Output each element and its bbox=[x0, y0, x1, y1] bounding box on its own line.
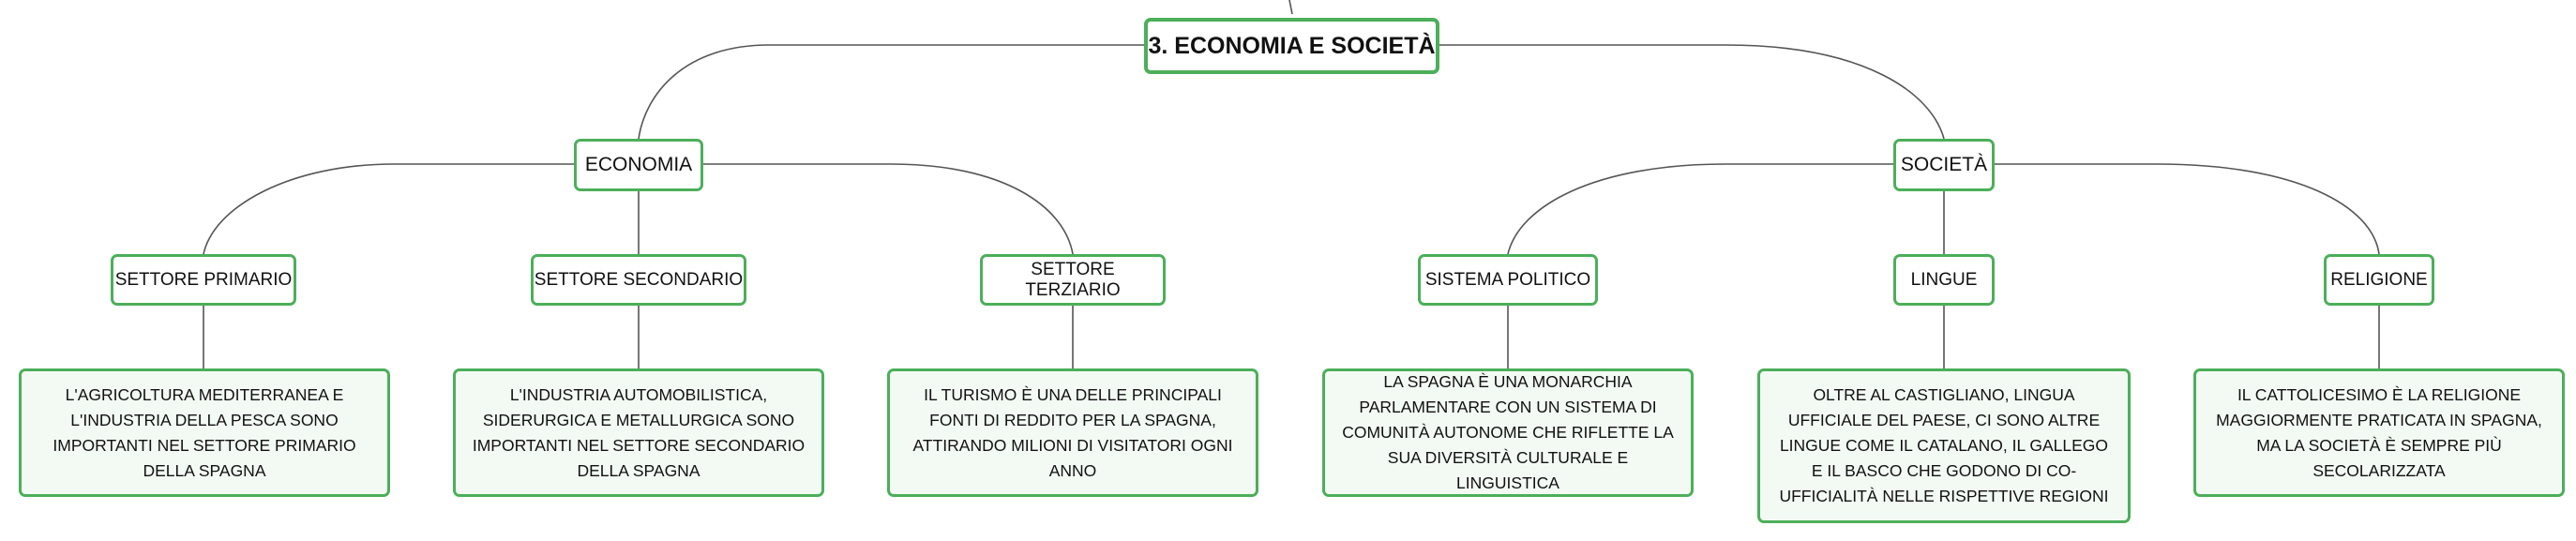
detail-settore-secondario[interactable]: L'INDUSTRIA AUTOMOBILISTICA, SIDERURGICA… bbox=[453, 368, 824, 497]
connector-economia-primario bbox=[203, 163, 574, 255]
detail-settore-primario[interactable]: L'AGRICOLTURA MEDITERRANEA E L'INDUSTRIA… bbox=[19, 368, 390, 497]
topic-settore-primario[interactable]: SETTORE PRIMARIO bbox=[111, 254, 296, 306]
topic-lingue-label: LINGUE bbox=[1910, 269, 1978, 290]
branch-societa-label: SOCIETÀ bbox=[1900, 154, 1988, 175]
detail-settore-terziario-text: IL TURISMO È UNA DELLE PRINCIPALI FONTI … bbox=[912, 384, 1233, 480]
detail-settore-terziario[interactable]: IL TURISMO È UNA DELLE PRINCIPALI FONTI … bbox=[887, 368, 1258, 497]
root-label: 3. ECONOMIA E SOCIETÀ bbox=[1148, 32, 1436, 59]
branch-economia[interactable]: ECONOMIA bbox=[574, 139, 703, 191]
topic-settore-terziario[interactable]: SETTORE TERZIARIO bbox=[980, 254, 1166, 306]
topic-settore-secondario-label: SETTORE SECONDARIO bbox=[534, 269, 744, 290]
connector-economia-terziario bbox=[701, 163, 1074, 255]
detail-sistema-politico[interactable]: LA SPAGNA È UNA MONARCHIA PARLAMENTARE C… bbox=[1322, 368, 1694, 497]
detail-settore-primario-text: L'AGRICOLTURA MEDITERRANEA E L'INDUSTRIA… bbox=[53, 384, 356, 480]
branch-economia-label: ECONOMIA bbox=[584, 154, 693, 175]
topic-settore-terziario-label: SETTORE TERZIARIO bbox=[1025, 259, 1121, 300]
topic-settore-primario-label: SETTORE PRIMARIO bbox=[114, 269, 293, 290]
detail-settore-secondario-text: L'INDUSTRIA AUTOMOBILISTICA, SIDERURGICA… bbox=[472, 384, 806, 480]
topic-religione-label: RELIGIONE bbox=[2330, 269, 2428, 290]
connector-societa-politico bbox=[1507, 163, 1893, 255]
detail-religione-text: IL CATTOLICESIMO È LA RELIGIONE MAGGIORM… bbox=[2216, 384, 2542, 480]
topic-sistema-politico-label: SISTEMA POLITICO bbox=[1424, 269, 1591, 290]
connector-societa-religione bbox=[1995, 163, 2380, 255]
connector-root-societa bbox=[1438, 44, 1945, 140]
topic-sistema-politico[interactable]: SISTEMA POLITICO bbox=[1418, 254, 1598, 306]
detail-lingue-text: OLTRE AL CASTIGLIANO, LINGUA UFFICIALE D… bbox=[1779, 385, 2109, 505]
topic-religione[interactable]: RELIGIONE bbox=[2324, 254, 2434, 306]
root-node[interactable]: 3. ECONOMIA E SOCIETÀ bbox=[1144, 18, 1439, 74]
detail-lingue[interactable]: OLTRE AL CASTIGLIANO, LINGUA UFFICIALE D… bbox=[1757, 368, 2131, 523]
connector-root-economia bbox=[638, 44, 1146, 140]
topic-settore-secondario[interactable]: SETTORE SECONDARIO bbox=[531, 254, 746, 306]
connector-root-stub bbox=[1288, 0, 1293, 15]
detail-religione[interactable]: IL CATTOLICESIMO È LA RELIGIONE MAGGIORM… bbox=[2193, 368, 2565, 497]
detail-sistema-politico-text: LA SPAGNA È UNA MONARCHIA PARLAMENTARE C… bbox=[1342, 372, 1674, 492]
branch-societa[interactable]: SOCIETÀ bbox=[1893, 139, 1995, 191]
topic-lingue[interactable]: LINGUE bbox=[1893, 254, 1995, 306]
